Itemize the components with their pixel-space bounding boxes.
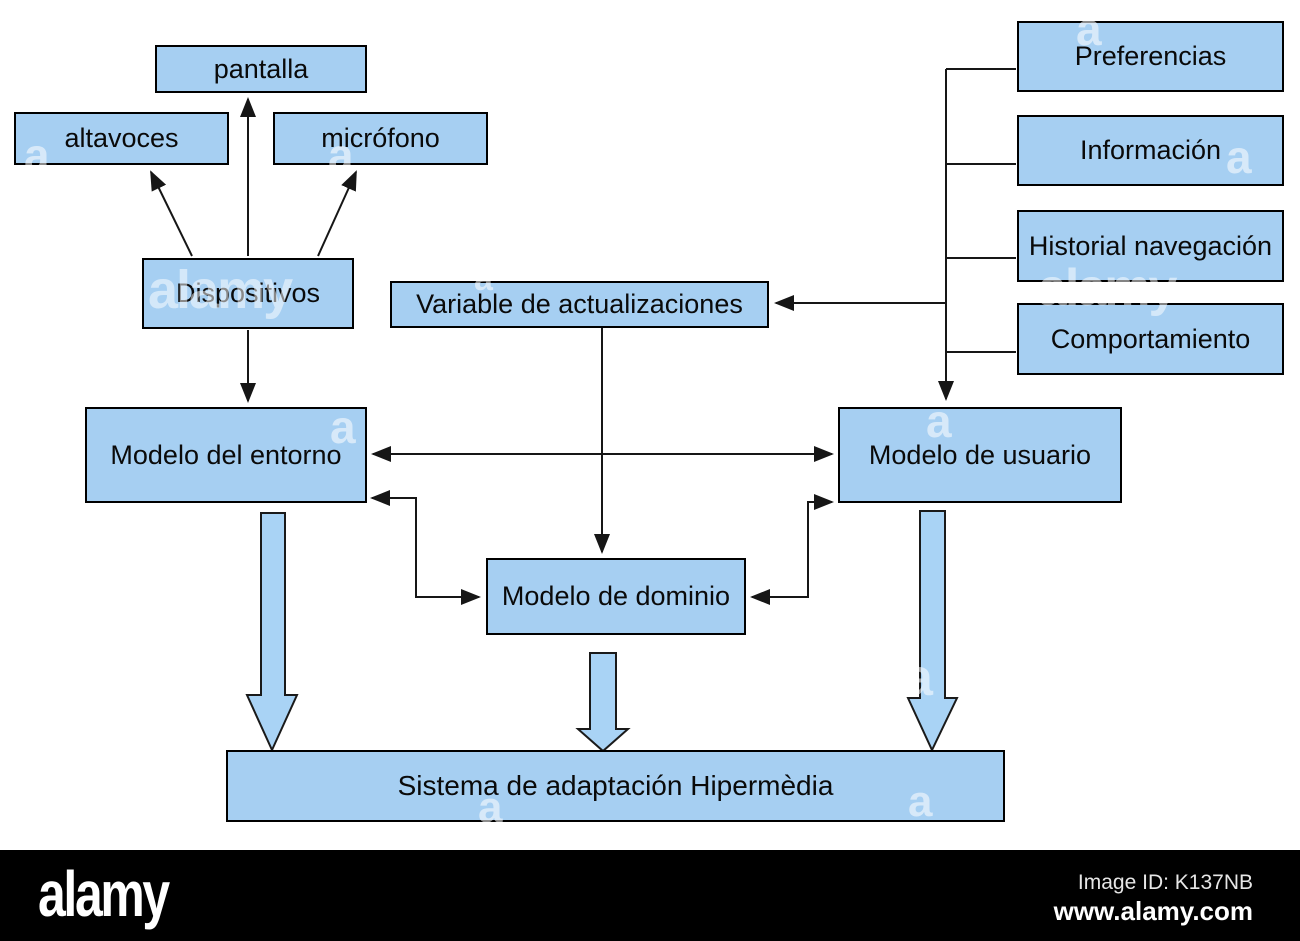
node-preferencias: Preferencias — [1017, 21, 1284, 92]
footer-meta: Image ID: K137NB www.alamy.com — [1054, 870, 1253, 928]
block-arrow-entorno-sistema — [245, 512, 299, 753]
node-pantalla: pantalla — [155, 45, 367, 93]
node-historial-navegacion: Historial navegación — [1017, 210, 1284, 282]
arrow-dispositivos-microfono — [317, 170, 357, 257]
alamy-url-text: www.alamy.com — [1053, 896, 1253, 927]
node-altavoces: altavoces — [14, 112, 229, 165]
node-microfono: micrófono — [273, 112, 488, 165]
arrow-dispositivos-altavoces — [150, 170, 193, 257]
block-arrow-dominio-sistema — [575, 652, 631, 753]
alamy-logo: alamy — [38, 858, 170, 930]
footer-bar: alamy Image ID: K137NB www.alamy.com — [0, 850, 1300, 941]
node-informacion: Información — [1017, 115, 1284, 186]
node-modelo-dominio: Modelo de dominio — [486, 558, 746, 635]
node-variable-actualizaciones: Variable de actualizaciones — [390, 281, 769, 328]
block-arrow-usuario-sistema — [906, 510, 959, 753]
node-comportamiento: Comportamiento — [1017, 303, 1284, 375]
image-id-text: Image ID: K137NB — [1077, 871, 1253, 894]
node-modelo-entorno: Modelo del entorno — [85, 407, 367, 503]
node-dispositivos: Dispositivos — [142, 258, 354, 329]
arrow-entorno-dominio — [370, 490, 481, 605]
node-modelo-usuario: Modelo de usuario — [838, 407, 1122, 503]
watermark-letter-a: a — [468, 546, 485, 579]
watermark-letter-a: a — [904, 649, 933, 707]
node-sistema-adaptacion: Sistema de adaptación Hipermèdia — [226, 750, 1005, 822]
arrow-usuario-dominio — [750, 494, 834, 605]
